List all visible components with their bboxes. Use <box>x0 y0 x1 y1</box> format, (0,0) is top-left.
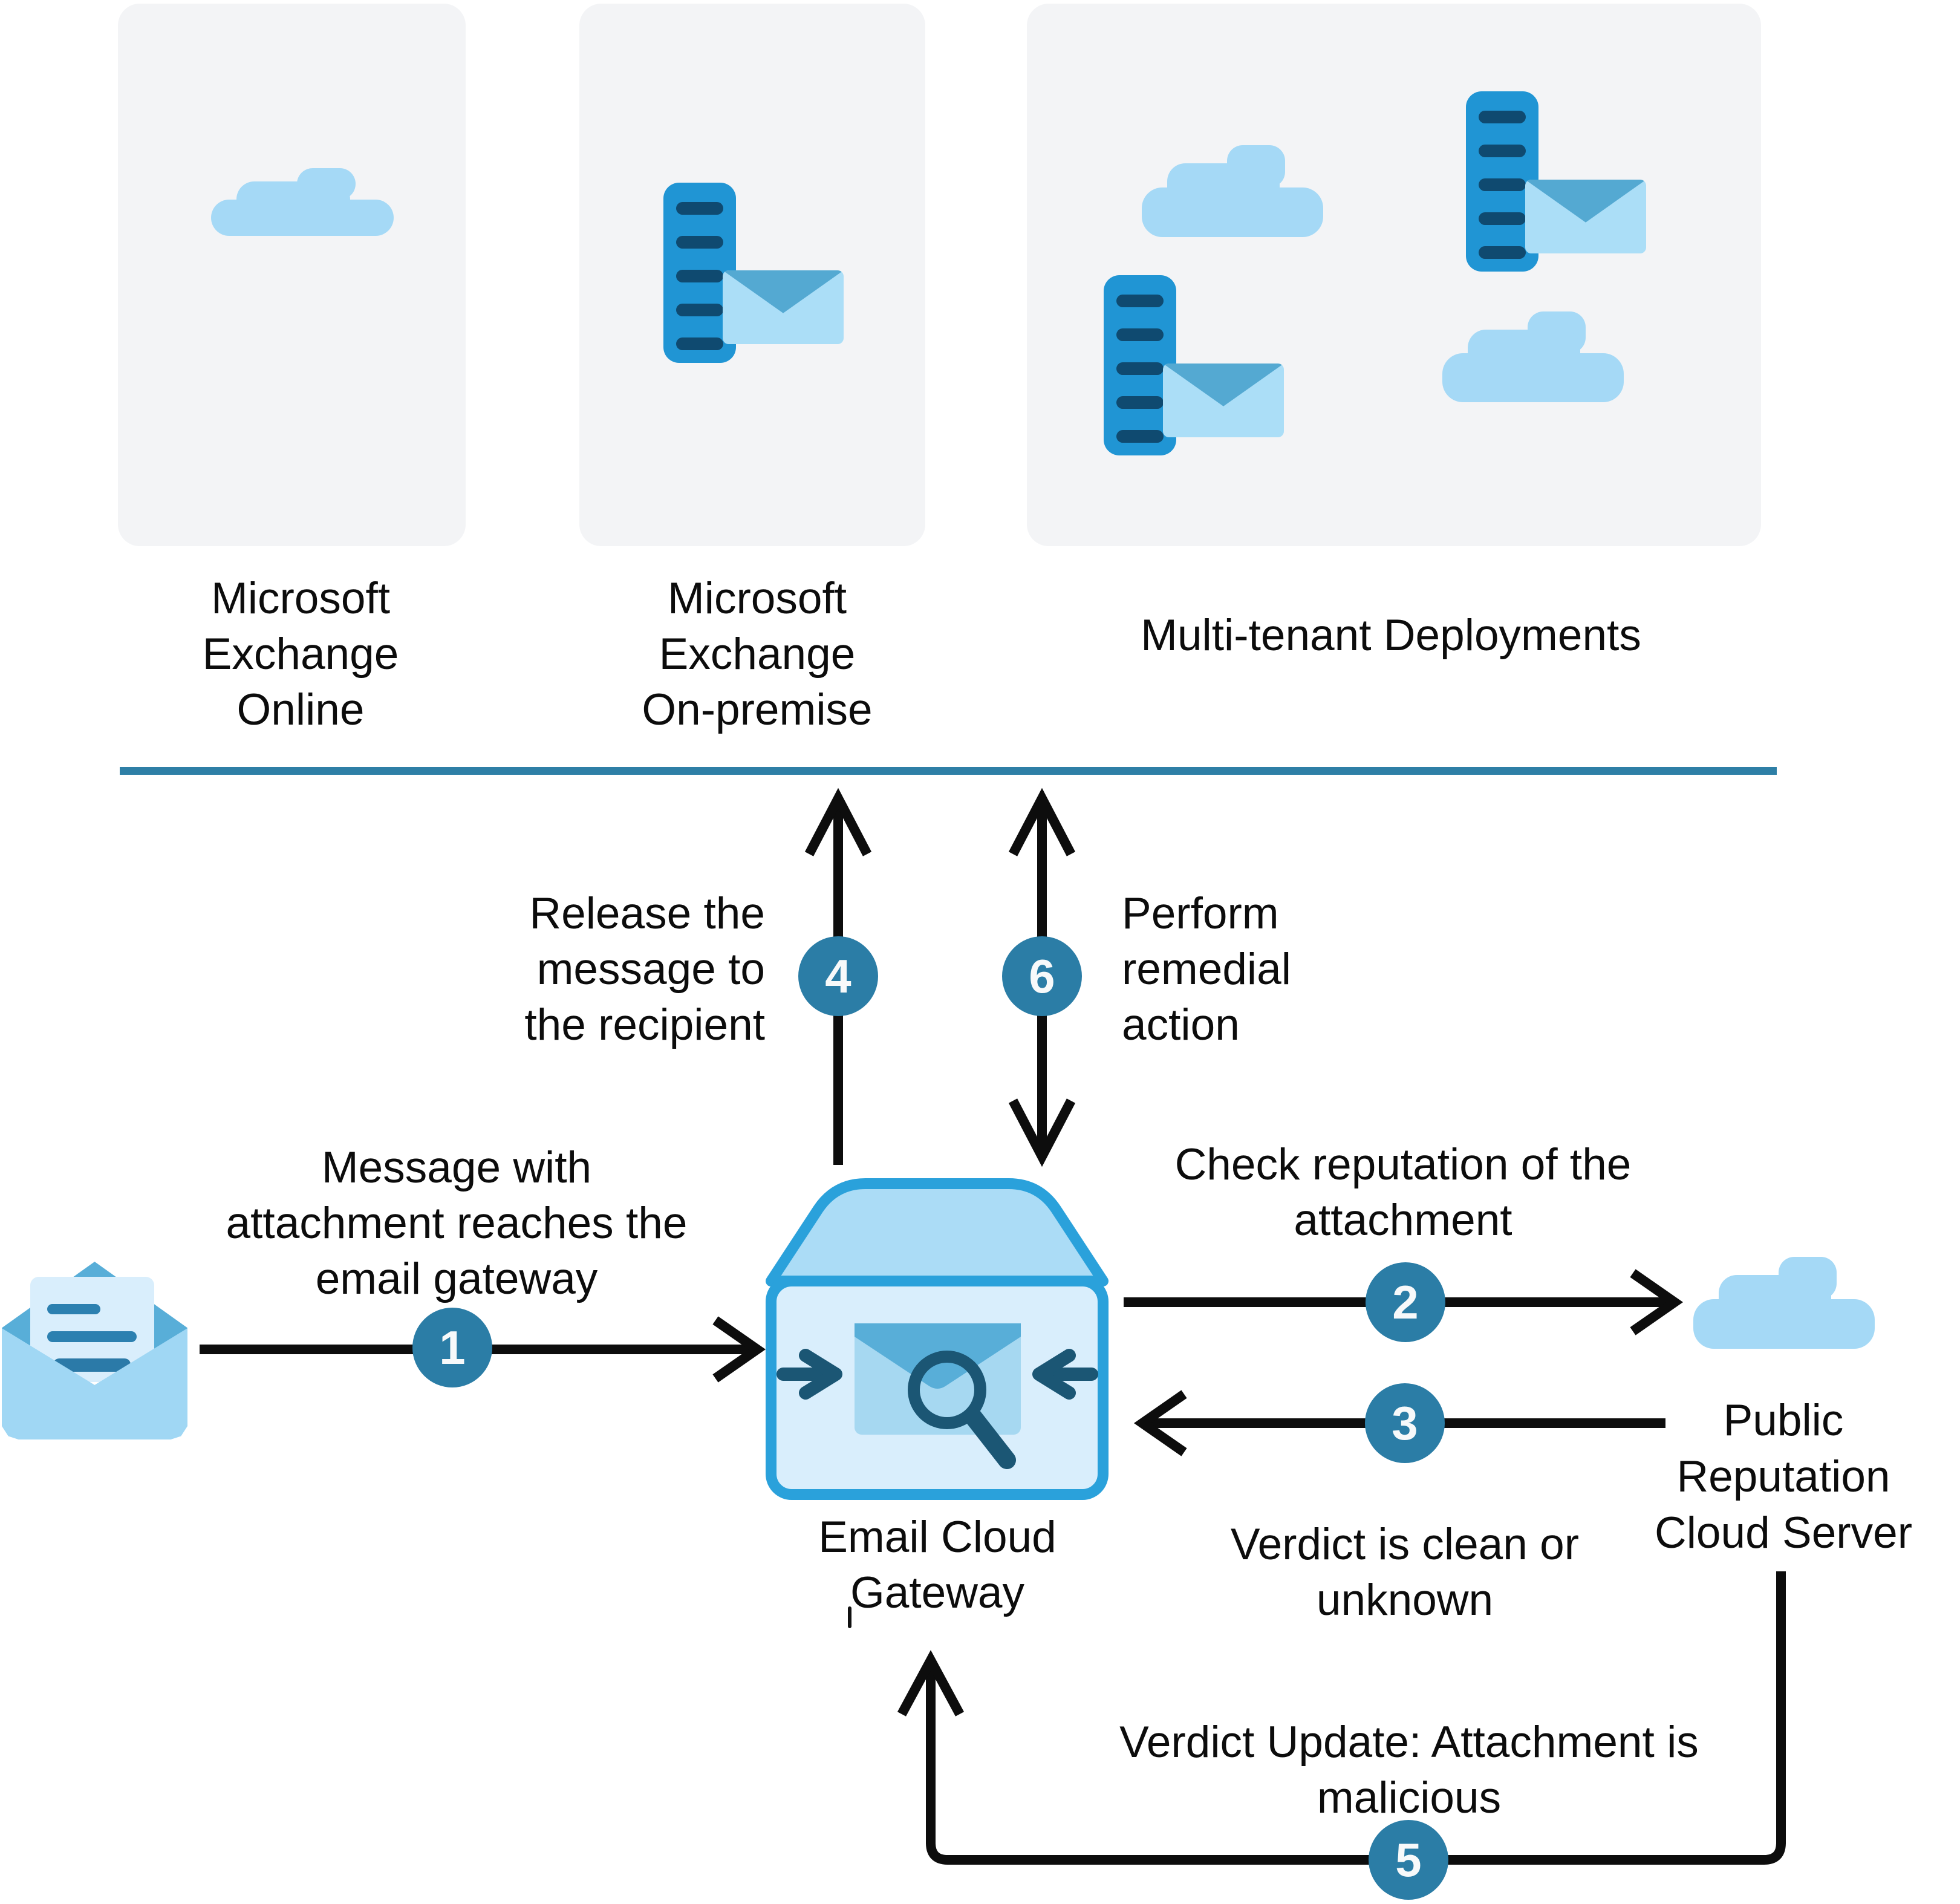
server-slot <box>1116 362 1164 375</box>
server-slot <box>676 236 723 249</box>
card-exchange-online <box>118 4 466 546</box>
server-slot <box>676 304 723 316</box>
separator-line <box>120 767 1777 775</box>
server-slot <box>1116 430 1164 443</box>
label-line: Perform <box>1122 889 1279 938</box>
step-badge-3: 3 <box>1365 1383 1445 1463</box>
label-exchange-online: Microsoft Exchange Online <box>110 571 491 738</box>
label-line: Microsoft <box>667 574 847 623</box>
open-envelope-icon <box>2 1262 187 1439</box>
label-line: Exchange <box>659 630 856 679</box>
label-email-cloud-gateway: Email Cloud Gateway <box>756 1510 1119 1621</box>
label-exchange-onpremise: Microsoft Exchange On-premise <box>576 571 939 738</box>
label-line: malicious <box>1317 1773 1502 1822</box>
label-line: email gateway <box>315 1254 598 1303</box>
step-badge-6: 6 <box>1002 936 1082 1016</box>
envelope-icon <box>1163 364 1284 437</box>
server-slot <box>1116 396 1164 409</box>
label-line: Verdict is clean or <box>1230 1520 1580 1569</box>
label-step1-message: Message with attachment reaches the emai… <box>184 1140 729 1307</box>
server-slot <box>1116 295 1164 307</box>
server-slot <box>1116 328 1164 341</box>
step-number: 4 <box>825 949 851 1003</box>
label-multitenant: Multi-tenant Deployments <box>1058 608 1724 663</box>
server-slot <box>1479 178 1526 191</box>
label-line: Check reputation of the <box>1174 1140 1632 1189</box>
label-public-reputation-cloud-server: Public Reputation Cloud Server <box>1608 1392 1959 1561</box>
server-slot <box>1479 212 1526 225</box>
step-number: 1 <box>439 1320 466 1374</box>
label-line: remedial <box>1122 945 1291 994</box>
envelope-icon <box>723 270 844 344</box>
label-line: On-premise <box>642 685 873 734</box>
cloud-base <box>211 199 394 236</box>
card-multitenant <box>1027 4 1761 546</box>
label-line: unknown <box>1316 1576 1494 1625</box>
step-number: 2 <box>1392 1275 1419 1329</box>
letter-text-line <box>47 1304 100 1314</box>
label-line: Microsoft <box>210 574 391 623</box>
label-line: Release the <box>529 889 765 938</box>
label-line: Message with <box>321 1143 592 1192</box>
server-slot <box>1479 111 1526 123</box>
cloud-base <box>1142 187 1323 237</box>
server-slot <box>1479 246 1526 259</box>
cloud-icon <box>211 168 394 236</box>
label-line: Cloud Server <box>1654 1508 1913 1557</box>
email-cloud-gateway-icon <box>766 1178 1109 1500</box>
cloud-base <box>1693 1299 1875 1349</box>
gateway-roof <box>766 1178 1109 1286</box>
label-line: Public <box>1723 1396 1844 1445</box>
label-line: attachment reaches the <box>226 1199 688 1248</box>
card-exchange-onpremise <box>579 4 925 546</box>
envelope-icon <box>1525 180 1646 253</box>
label-line: Exchange <box>202 630 399 679</box>
step-number: 3 <box>1392 1396 1418 1450</box>
server-slot <box>1479 145 1526 157</box>
label-step3-verdict-clean: Verdict is clean or unknown <box>1133 1517 1677 1628</box>
step-badge-4: 4 <box>798 936 878 1016</box>
arrow-step5 <box>897 1571 1786 1865</box>
step-badge-1: 1 <box>412 1308 492 1387</box>
server-slot <box>676 202 723 215</box>
stray-mark <box>848 1606 851 1628</box>
step-badge-5: 5 <box>1369 1820 1448 1900</box>
label-step6-perform-remedial: Perform remedial action <box>1122 886 1436 1053</box>
label-step2-check-reputation: Check reputation of the attachment <box>1131 1137 1675 1248</box>
cloud-icon <box>1142 145 1323 237</box>
label-line: Online <box>236 685 365 734</box>
inward-arrow-left-icon <box>777 1349 842 1400</box>
server-slot <box>676 270 723 282</box>
label-step5-verdict-update: Verdict Update: Attachment is malicious <box>986 1715 1832 1826</box>
step-number: 5 <box>1395 1833 1422 1886</box>
label-line: message to <box>536 945 765 994</box>
reputation-cloud-icon <box>1693 1257 1875 1349</box>
label-line: attachment <box>1294 1196 1512 1245</box>
inward-arrow-right-icon <box>1032 1349 1098 1400</box>
label-step4-release: Release the message to the recipient <box>493 886 765 1053</box>
cloud-icon <box>1442 311 1624 402</box>
label-line: Multi-tenant Deployments <box>1141 611 1641 660</box>
label-line: the recipient <box>524 1000 765 1049</box>
label-line: Verdict Update: Attachment is <box>1119 1718 1699 1767</box>
label-line: action <box>1122 1000 1240 1049</box>
server-slot <box>676 337 723 350</box>
label-line: Email Cloud <box>818 1513 1057 1562</box>
step-badge-2: 2 <box>1366 1262 1445 1342</box>
label-line: Reputation <box>1676 1452 1890 1501</box>
magnifier-icon <box>908 1351 1016 1469</box>
letter-text-line <box>53 1358 131 1372</box>
label-line: Gateway <box>850 1568 1025 1617</box>
cloud-base <box>1442 353 1624 402</box>
letter-text-line <box>47 1331 137 1342</box>
step-number: 6 <box>1029 949 1055 1003</box>
